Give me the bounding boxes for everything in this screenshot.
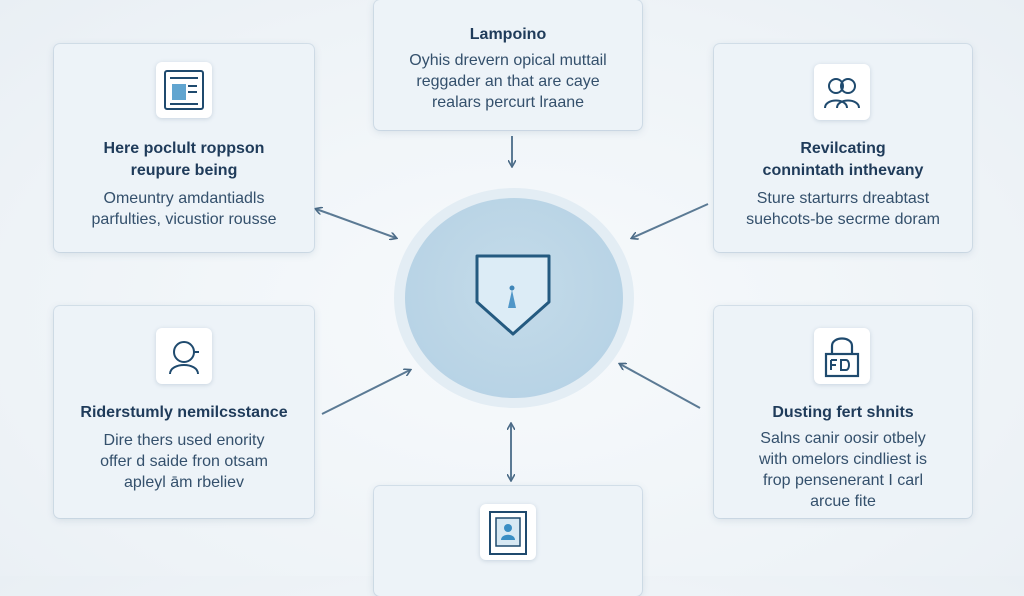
lock-icon [824, 337, 860, 378]
card-top-left-title: Here poclult roppson reupure being [54, 138, 314, 182]
arrow-top-left-in [329, 213, 396, 238]
desc-line: Dire thers used enority [103, 432, 265, 449]
desc-line: Omeuntry amdantiadls [103, 190, 265, 207]
card-top-left-desc: Omeuntry amdantiadls parfulties, vicusti… [54, 188, 314, 230]
desc-line: parfulties, vicustior rousse [91, 211, 277, 228]
shield-icon [475, 254, 551, 336]
connector-arrows [0, 136, 709, 576]
icon-box [814, 64, 870, 120]
title-line: connintath inthevany [762, 162, 924, 179]
people-icon [824, 78, 860, 109]
central-hub [405, 198, 623, 398]
desc-line: Oyhis drevern opical muttail [409, 52, 607, 69]
desc-line: with omelors cindliest is [758, 451, 928, 468]
arrow-top-left-out [316, 209, 331, 215]
arrow-top-right [632, 203, 709, 238]
card-bottom-right-desc: Salns canir oosir otbely with omelors ci… [714, 428, 972, 512]
user-icon [169, 341, 199, 375]
title-line: Revilcating [800, 140, 886, 157]
profile-document-icon [489, 511, 527, 555]
desc-line: reggader an that are caye [416, 73, 600, 90]
card-top: Lampoino Oyhis drevern opical muttail re… [374, 0, 642, 130]
card-top-right: Revilcating connintath inthevany Sture s… [714, 44, 972, 252]
card-bottom-right: Dusting fert shnits Salns canir oosir ot… [714, 306, 972, 518]
card-top-desc: Oyhis drevern opical muttail reggader an… [374, 50, 642, 113]
card-bottom [374, 486, 642, 596]
card-top-left: Here poclult roppson reupure being Omeun… [54, 44, 314, 252]
icon-box [156, 328, 212, 384]
card-top-right-title: Revilcating connintath inthevany [714, 138, 972, 182]
desc-line: offer d saide fron otsam [100, 453, 268, 470]
icon-box [156, 62, 212, 118]
icon-box [814, 328, 870, 384]
card-top-title: Lampoino [469, 26, 547, 43]
title-line: reupure being [130, 162, 238, 179]
desc-line: realars percurt lraane [431, 94, 585, 111]
arrow-bottom-right [620, 364, 701, 409]
document-icon [164, 70, 204, 110]
desc-line: Sture starturrs dreabtast [756, 190, 930, 207]
card-top-right-desc: Sture starturrs dreabtast suehcots-be se… [714, 188, 972, 230]
desc-line: frop pensenerant I carl [762, 472, 924, 489]
title-line: Here poclult roppson [103, 140, 265, 157]
card-bottom-right-title: Dusting fert shnits [772, 404, 914, 421]
card-bottom-left: Riderstumly nemilcsstance Dire thers use… [54, 306, 314, 518]
desc-line: Salns canir oosir otbely [760, 430, 926, 447]
desc-line: arcue fite [810, 493, 876, 510]
card-bottom-left-desc: Dire thers used enority offer d saide fr… [54, 430, 314, 493]
arrow-bottom-left [321, 370, 410, 415]
card-bottom-left-title: Riderstumly nemilcsstance [80, 404, 288, 421]
icon-box [480, 504, 536, 560]
desc-line: suehcots-be secrme doram [746, 211, 940, 228]
desc-line: apleyl ām rbeliev [123, 474, 245, 491]
